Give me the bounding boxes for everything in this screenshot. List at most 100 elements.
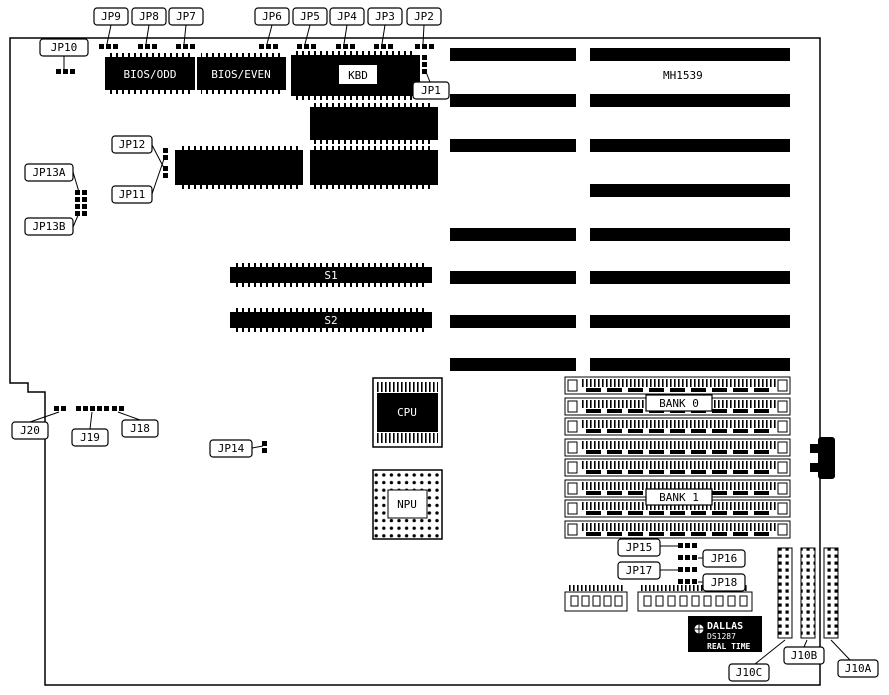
- label-jp6: JP6: [254, 7, 290, 45]
- svg-text:JP2: JP2: [414, 10, 434, 23]
- j10a-header: [823, 547, 839, 639]
- rtc-brand: DALLAS: [707, 621, 743, 632]
- isa-slot-segment: [450, 94, 576, 107]
- svg-text:JP6: JP6: [262, 10, 282, 23]
- header-connector-1: [564, 585, 628, 612]
- isa-slot-segment: [450, 315, 576, 328]
- svg-text:J18: J18: [130, 422, 150, 435]
- board-model: MH1539: [663, 69, 703, 82]
- svg-text:JP18: JP18: [711, 576, 738, 589]
- label-jp15: JP15: [617, 538, 678, 557]
- label-jp12: JP12: [111, 135, 166, 171]
- svg-text:JP13B: JP13B: [32, 220, 65, 233]
- label-jp14: JP14: [209, 439, 264, 458]
- svg-text:JP16: JP16: [711, 552, 738, 565]
- simm-socket: [564, 458, 791, 477]
- chip-bios-odd-label: BIOS/ODD: [124, 68, 177, 81]
- svg-text:JP5: JP5: [300, 10, 320, 23]
- rtc-chip: DALLAS DS1287 REAL TIME: [688, 616, 762, 652]
- svg-text:JP14: JP14: [218, 442, 245, 455]
- svg-text:BANK 0: BANK 0: [659, 397, 699, 410]
- rtc-part: DS1287: [707, 632, 736, 641]
- svg-text:JP12: JP12: [119, 138, 146, 151]
- isa-slot-segment: [590, 184, 790, 197]
- label-jp13b: JP13B: [24, 212, 80, 236]
- keyboard-connector: [810, 437, 835, 479]
- isa-slot-segment: [590, 94, 790, 107]
- svg-text:JP9: JP9: [101, 10, 121, 23]
- dip-chip-3: [310, 146, 438, 189]
- label-jp4: JP4: [329, 7, 365, 45]
- chip-s1: S1: [230, 263, 432, 287]
- svg-text:J19: J19: [80, 431, 100, 444]
- label-jp18: JP18: [698, 573, 746, 592]
- svg-text:J10C: J10C: [736, 666, 763, 679]
- svg-text:JP3: JP3: [375, 10, 395, 23]
- jp4-jumper: [336, 44, 355, 49]
- isa-slot-segment: [450, 228, 576, 241]
- label-j10a: J10A: [830, 639, 879, 678]
- jp1-jumper: [422, 55, 427, 74]
- label-jp5: JP5: [292, 7, 328, 45]
- isa-slot-segment: [590, 48, 790, 61]
- j10c-header: [777, 547, 793, 639]
- isa-slot-segment: [590, 358, 790, 371]
- simm-socket: [564, 417, 791, 436]
- socket-npu: NPU: [372, 469, 443, 540]
- label-jp1: JP1: [412, 71, 450, 100]
- socket-npu-label: NPU: [397, 498, 417, 511]
- isa-slot-segment: [590, 271, 790, 284]
- isa-slot-segment: [590, 315, 790, 328]
- bank1-label: BANK 1: [645, 488, 713, 506]
- chip-bios-even-label: BIOS/EVEN: [211, 68, 271, 81]
- label-jp16: JP16: [698, 549, 746, 568]
- chip-bios-odd: BIOS/ODD: [105, 53, 195, 94]
- label-jp2: JP2: [406, 7, 442, 45]
- jp2-jumper: [415, 44, 434, 49]
- svg-text:J10A: J10A: [845, 662, 872, 675]
- chip-cpu: CPU: [372, 377, 443, 448]
- svg-text:BANK 1: BANK 1: [659, 491, 699, 504]
- j10b-header: [800, 547, 816, 639]
- chip-kbd-label: KBD: [348, 69, 368, 82]
- dip-chip-1: [310, 103, 438, 144]
- jp5-jumper: [297, 44, 316, 49]
- chip-s2: S2: [230, 308, 432, 332]
- label-jp3: JP3: [367, 7, 403, 45]
- label-jp13a: JP13A: [24, 163, 80, 193]
- chip-s1-label: S1: [324, 269, 337, 282]
- dip-chip-2: [175, 146, 303, 189]
- svg-text:J20: J20: [20, 424, 40, 437]
- simm-socket: [564, 376, 791, 395]
- j19-jumper: [76, 406, 109, 411]
- isa-slot-segment: [450, 139, 576, 152]
- jp18-jumper: [678, 579, 697, 584]
- bank0-label: BANK 0: [645, 394, 713, 412]
- svg-text:JP8: JP8: [139, 10, 159, 23]
- label-j19: J19: [71, 411, 109, 447]
- label-jp17: JP17: [617, 561, 678, 580]
- svg-text:JP13A: JP13A: [32, 166, 65, 179]
- jp8-jumper: [138, 44, 157, 49]
- jp16-jumper: [678, 555, 697, 560]
- label-jp7: JP7: [168, 7, 204, 45]
- svg-text:JP11: JP11: [119, 188, 146, 201]
- label-j20: J20: [11, 411, 60, 440]
- chip-bios-even: BIOS/EVEN: [197, 53, 286, 94]
- label-jp11: JP11: [111, 155, 166, 204]
- svg-text:JP15: JP15: [626, 541, 653, 554]
- label-j10b: J10B: [783, 639, 825, 665]
- isa-slot-segment: [450, 48, 576, 61]
- chip-s2-label: S2: [324, 314, 337, 327]
- svg-text:JP17: JP17: [626, 564, 653, 577]
- chip-kbd: KBD: [291, 51, 420, 100]
- header-connector-2: [637, 585, 753, 612]
- svg-text:J10B: J10B: [791, 649, 818, 662]
- isa-slot-segment: [590, 139, 790, 152]
- jp15-jumper: [678, 543, 697, 548]
- isa-slot-segment: [590, 228, 790, 241]
- svg-text:JP10: JP10: [51, 41, 78, 54]
- jp6-jumper: [259, 44, 278, 49]
